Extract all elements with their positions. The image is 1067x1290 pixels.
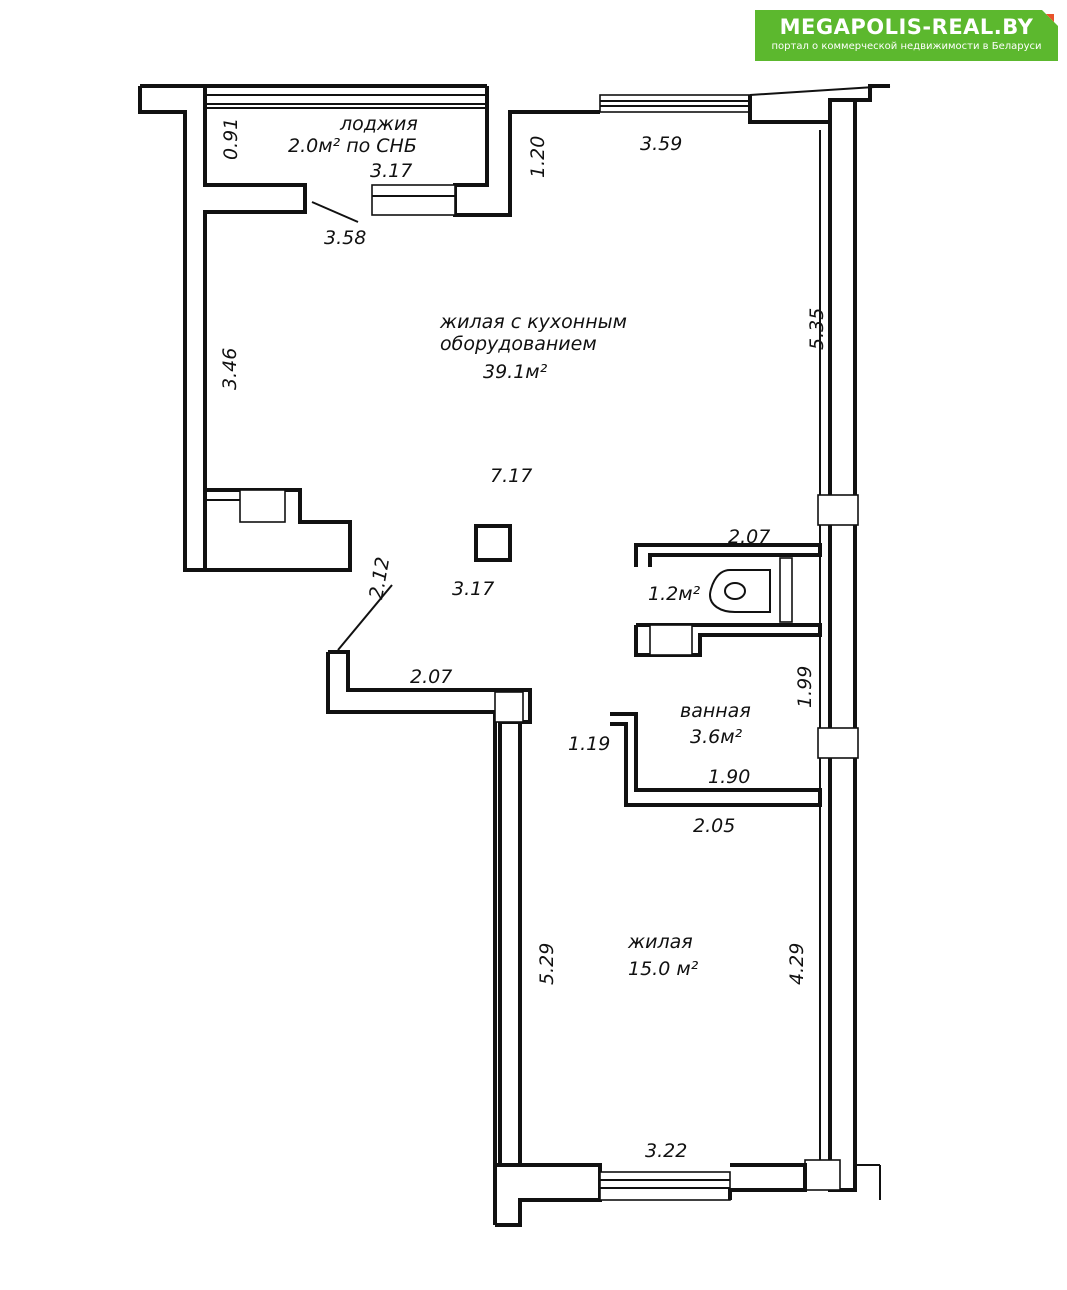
logo-title: MEGAPOLIS-REAL.BY	[779, 15, 1034, 39]
right-column-2	[817, 727, 859, 759]
loggia-name: лоджия	[339, 113, 418, 135]
dim-bottom-window: 3.22	[645, 1140, 687, 1162]
bath-wall	[610, 712, 822, 807]
bottom-window	[599, 1171, 731, 1201]
wc-tank	[779, 557, 793, 623]
dim-loggia-height: 0.91	[220, 118, 242, 160]
bottom-right-pier	[728, 1163, 807, 1200]
lower-column	[494, 691, 524, 723]
dim-bath-inner: 1.90	[708, 766, 750, 788]
dim-loggia-side: 1.20	[527, 136, 549, 178]
loggia-door-swing	[311, 201, 359, 223]
top-window	[599, 94, 751, 113]
dim-center-width: 7.17	[490, 465, 532, 487]
living-kitchen-area: 39.1м²	[483, 361, 548, 383]
dim-wc-width: 2.07	[728, 526, 770, 548]
loggia-door-window	[371, 184, 456, 216]
dim-right-upper: 5.35	[806, 308, 828, 350]
dim-lower-step: 2.07	[410, 666, 452, 688]
toilet-icon	[708, 569, 771, 613]
toilet-bowl	[724, 582, 746, 600]
left-counter-box	[239, 489, 286, 523]
right-exterior-wall	[828, 98, 857, 1192]
living-kitchen-line1: жилая с кухонным	[439, 311, 627, 333]
bathroom-name: ванная	[680, 700, 751, 722]
dim-right-middle: 1.99	[794, 666, 816, 708]
bottom-left-pier	[495, 1163, 602, 1227]
central-column	[474, 524, 512, 562]
bedroom-name: жилая	[627, 931, 693, 953]
wc-bottom-wall	[634, 623, 822, 657]
dim-bath-door: 1.19	[568, 733, 610, 755]
dim-loggia-width: 3.17	[370, 160, 412, 182]
bedroom-area: 15.0 м²	[628, 958, 699, 980]
right-column-1	[817, 494, 859, 526]
wc-top-wall	[634, 543, 822, 567]
lower-left-outer	[326, 652, 497, 1225]
loggia-left-wall	[203, 86, 307, 540]
loggia-area: 2.0м² по СНБ	[288, 135, 417, 157]
entrance-door-swing	[337, 584, 393, 651]
dim-left-wall: 3.46	[219, 348, 241, 390]
dim-loggia-door: 3.58	[324, 227, 366, 249]
logo-corner-icon	[1046, 14, 1054, 22]
site-logo[interactable]: MEGAPOLIS-REAL.BY портал о коммерческой …	[755, 10, 1058, 61]
dim-diagonal: 2.12	[365, 555, 394, 600]
right-column-3	[804, 1159, 841, 1191]
top-right-edge	[749, 85, 891, 96]
wc-door-box	[649, 624, 693, 656]
dim-bath-outer: 2.05	[693, 815, 735, 837]
top-left-wall	[138, 86, 207, 572]
dim-top-window: 3.59	[640, 133, 682, 155]
dim-center-depth: 3.17	[452, 578, 494, 600]
wc-area: 1.2м²	[648, 583, 701, 605]
dim-bedroom-left: 5.29	[536, 943, 558, 985]
living-kitchen-line2: оборудованием	[440, 333, 597, 355]
dim-bedroom-right: 4.29	[786, 943, 808, 985]
bathroom-area: 3.6м²	[690, 726, 743, 748]
logo-subtitle: портал о коммерческой недвижимости в Бел…	[771, 41, 1042, 52]
lower-step-wall	[328, 650, 532, 1165]
